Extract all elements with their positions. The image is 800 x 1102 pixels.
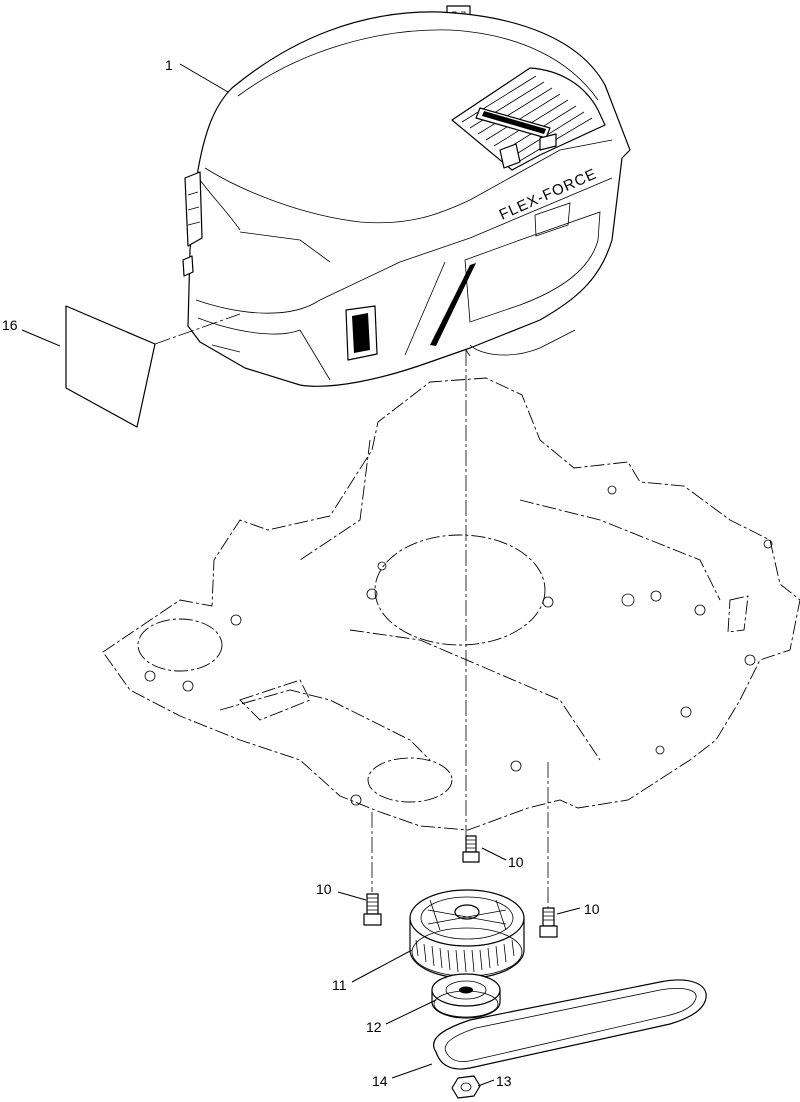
belt — [433, 979, 707, 1070]
mounting-plate-phantom — [102, 377, 800, 831]
callout-1: 1 — [165, 57, 173, 73]
leader-10-left — [337, 891, 367, 901]
leader-13 — [477, 1079, 495, 1087]
callout-16: 16 — [2, 317, 18, 333]
bolt-left — [363, 893, 382, 926]
decal — [65, 305, 156, 428]
bolt-right — [539, 907, 558, 938]
leader-1 — [179, 63, 229, 93]
nut — [451, 1075, 481, 1099]
bolt-top — [462, 835, 480, 863]
idler-pulley — [431, 973, 501, 1019]
callout-10-right: 10 — [584, 901, 600, 917]
callout-10-top: 10 — [508, 854, 524, 870]
leader-11 — [351, 949, 413, 983]
leader-10-top — [481, 847, 507, 861]
decal-centerline — [154, 313, 241, 345]
engine-shroud: FLEX-FORCE — [182, 5, 631, 387]
callout-12: 12 — [366, 1019, 382, 1035]
leader-14 — [391, 1063, 433, 1079]
leader-12 — [385, 999, 437, 1025]
callout-11: 11 — [332, 977, 347, 993]
callout-10-left: 10 — [316, 881, 332, 897]
leader-10-right — [556, 907, 581, 915]
drive-pulley — [409, 889, 525, 979]
callout-14: 14 — [372, 1073, 388, 1089]
callout-13: 13 — [496, 1073, 512, 1089]
leader-16 — [21, 329, 61, 347]
